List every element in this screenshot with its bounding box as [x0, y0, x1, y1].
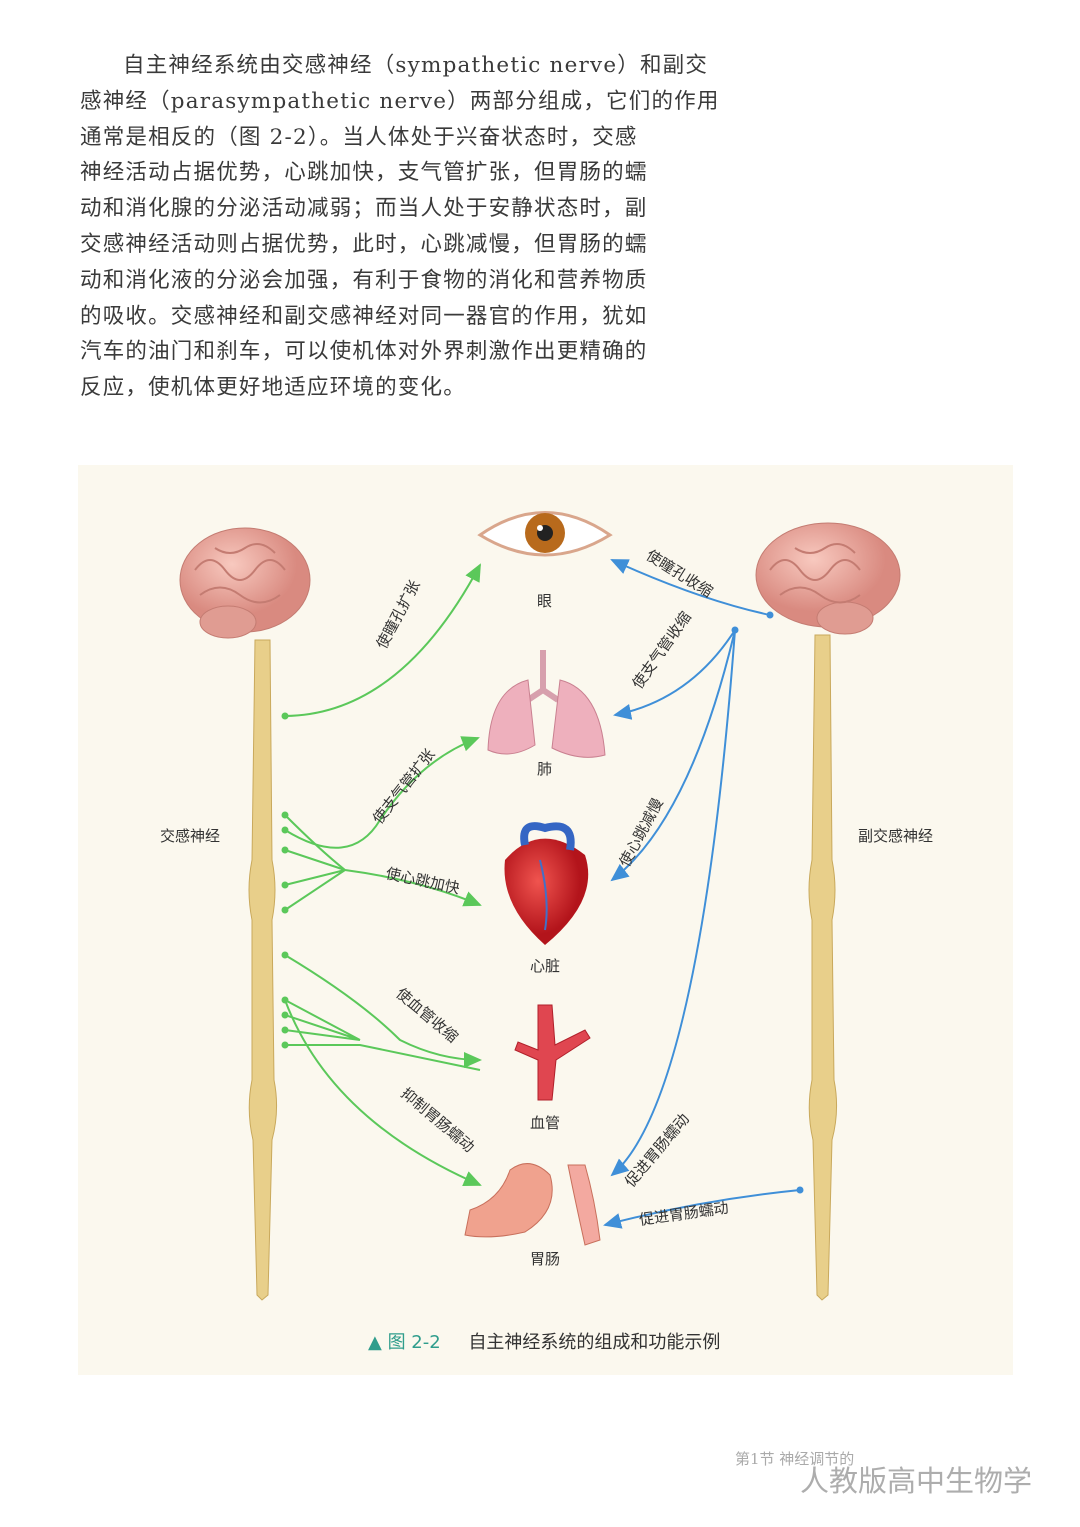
organ-label-heart: 心脏 — [530, 957, 560, 975]
text-line: 汽车的油门和刹车，可以使机体对外界刺激作出更精确的 — [80, 339, 648, 365]
text-line: 通常是相反的（图 2-2）。当人体处于兴奋状态时，交感 — [80, 124, 638, 150]
organ-label-vessel: 血管 — [530, 1114, 560, 1132]
text-line: 自主神经系统由交感神经（sympathetic nerve）和副交 — [123, 53, 709, 78]
left-brain-icon — [179, 527, 311, 639]
parasympathetic-label: 副交感神经 — [858, 827, 933, 845]
parasympathetic-lung-path — [613, 629, 736, 720]
figure-caption: ▲ 图 2-2 自主神经系统的组成和功能示例 — [368, 1328, 720, 1354]
text-line: 神经活动占据优势，心跳加快，支气管扩张，但胃肠的蠕 — [80, 160, 648, 186]
sympathetic-label: 交感神经 — [160, 827, 220, 845]
sympathetic-pathways — [284, 563, 482, 1186]
parasympathetic-eye-path — [610, 559, 771, 616]
text-line: 的吸收。交感神经和副交感神经对同一器官的作用，犹如 — [80, 303, 648, 329]
page-footer-section: 第1节 神经调节的 — [735, 1450, 855, 1468]
effect-pupil-dilate: 使瞳孔扩张 — [373, 577, 424, 652]
caption-text: 自主神经系统的组成和功能示例 — [468, 1332, 721, 1353]
text-line: 感神经（parasympathetic nerve）两部分组成，它们的作用 — [80, 88, 720, 114]
effect-heart-slower: 使心跳减慢 — [616, 795, 667, 870]
effect-bronchi-constrict: 使支气管收缩 — [629, 608, 695, 692]
eye-icon — [477, 511, 613, 557]
left-spinal-cord — [248, 639, 278, 1301]
parasympathetic-pathways — [603, 559, 801, 1229]
organ-label-eye: 眼 — [537, 592, 552, 610]
effect-pupil-constrict: 使瞳孔收缩 — [643, 546, 716, 601]
organ-label-gi: 胃肠 — [530, 1250, 560, 1268]
stomach-intestine-icon — [464, 1163, 601, 1246]
heart-icon — [504, 822, 589, 945]
effect-bronchi-dilate: 使支气管扩张 — [369, 745, 439, 827]
right-spinal-cord — [808, 634, 838, 1301]
text-line: 动和消化液的分泌会加强，有利于食物的消化和营养物质 — [80, 267, 648, 293]
effect-heart-faster: 使心跳加快 — [384, 864, 461, 897]
blood-vessel-icon — [514, 1004, 591, 1101]
parasympathetic-intestine-path — [603, 1189, 801, 1229]
parasympathetic-heart-path — [610, 629, 736, 882]
watermark: 人教版高中生物学 — [800, 1464, 1033, 1498]
sympathetic-heart-path — [284, 814, 482, 907]
sympathetic-vessel-path — [284, 954, 482, 1068]
lungs-icon — [487, 650, 606, 758]
text-line: 交感神经活动则占据优势，此时，心跳减慢，但胃肠的蠕 — [80, 231, 648, 257]
organ-label-lung: 肺 — [537, 760, 552, 778]
sympathetic-eye-path — [284, 563, 481, 717]
effect-gi-inhibit: 抑制胃肠蠕动 — [397, 1084, 478, 1156]
sympathetic-stomach-path — [284, 999, 482, 1186]
sympathetic-lung-path — [284, 736, 480, 849]
caption-number: 图 2-2 — [387, 1332, 441, 1353]
right-brain-icon — [755, 522, 901, 635]
effect-gi-promote-2: 促进胃肠蠕动 — [638, 1199, 730, 1229]
text-line: 动和消化腺的分泌活动减弱；而当人处于安静状态时，副 — [80, 196, 648, 222]
text-line: 反应，使机体更好地适应环境的变化。 — [80, 375, 466, 401]
body-paragraph: 自主神经系统由交感神经（sympathetic nerve）和副交 感神经（pa… — [80, 48, 720, 406]
parasympathetic-stomach-path — [610, 629, 736, 1177]
effect-vessel-constrict: 使血管收缩 — [392, 984, 461, 1046]
caption-marker-icon: ▲ — [368, 1332, 382, 1353]
